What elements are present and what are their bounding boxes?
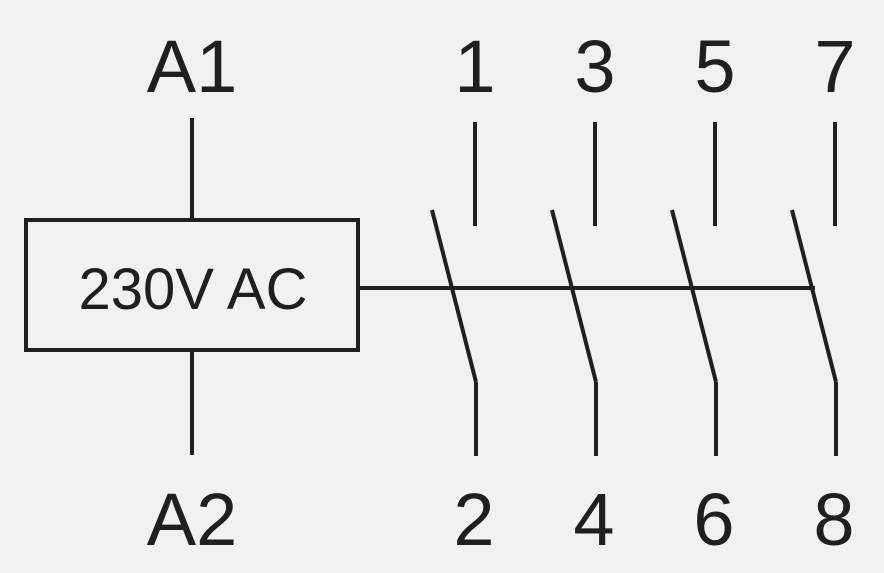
terminal-label-7: 7 (814, 25, 855, 108)
terminal-label-1: 1 (454, 25, 495, 108)
coil-box (24, 218, 360, 352)
terminal-label-a2: A2 (147, 478, 238, 561)
contact-7-8: 7 8 (790, 25, 856, 561)
contact-1-2: 1 2 (430, 25, 496, 561)
terminal-label-6: 6 (693, 478, 734, 561)
coil-voltage-label: 230V AC (79, 257, 308, 322)
terminal-label-2: 2 (453, 478, 494, 561)
terminal-label-4: 4 (573, 478, 614, 561)
contact-5-6-blade (670, 209, 718, 383)
contact-5-6: 5 6 (670, 25, 736, 561)
contact-1-2-blade (430, 209, 478, 383)
contact-3-4-blade (550, 209, 598, 383)
contact-7-8-blade (790, 209, 838, 383)
terminal-label-3: 3 (574, 25, 615, 108)
contact-3-4: 3 4 (550, 25, 616, 561)
terminal-label-5: 5 (694, 25, 735, 108)
terminal-label-a1: A1 (147, 25, 238, 108)
terminal-label-8: 8 (813, 478, 854, 561)
